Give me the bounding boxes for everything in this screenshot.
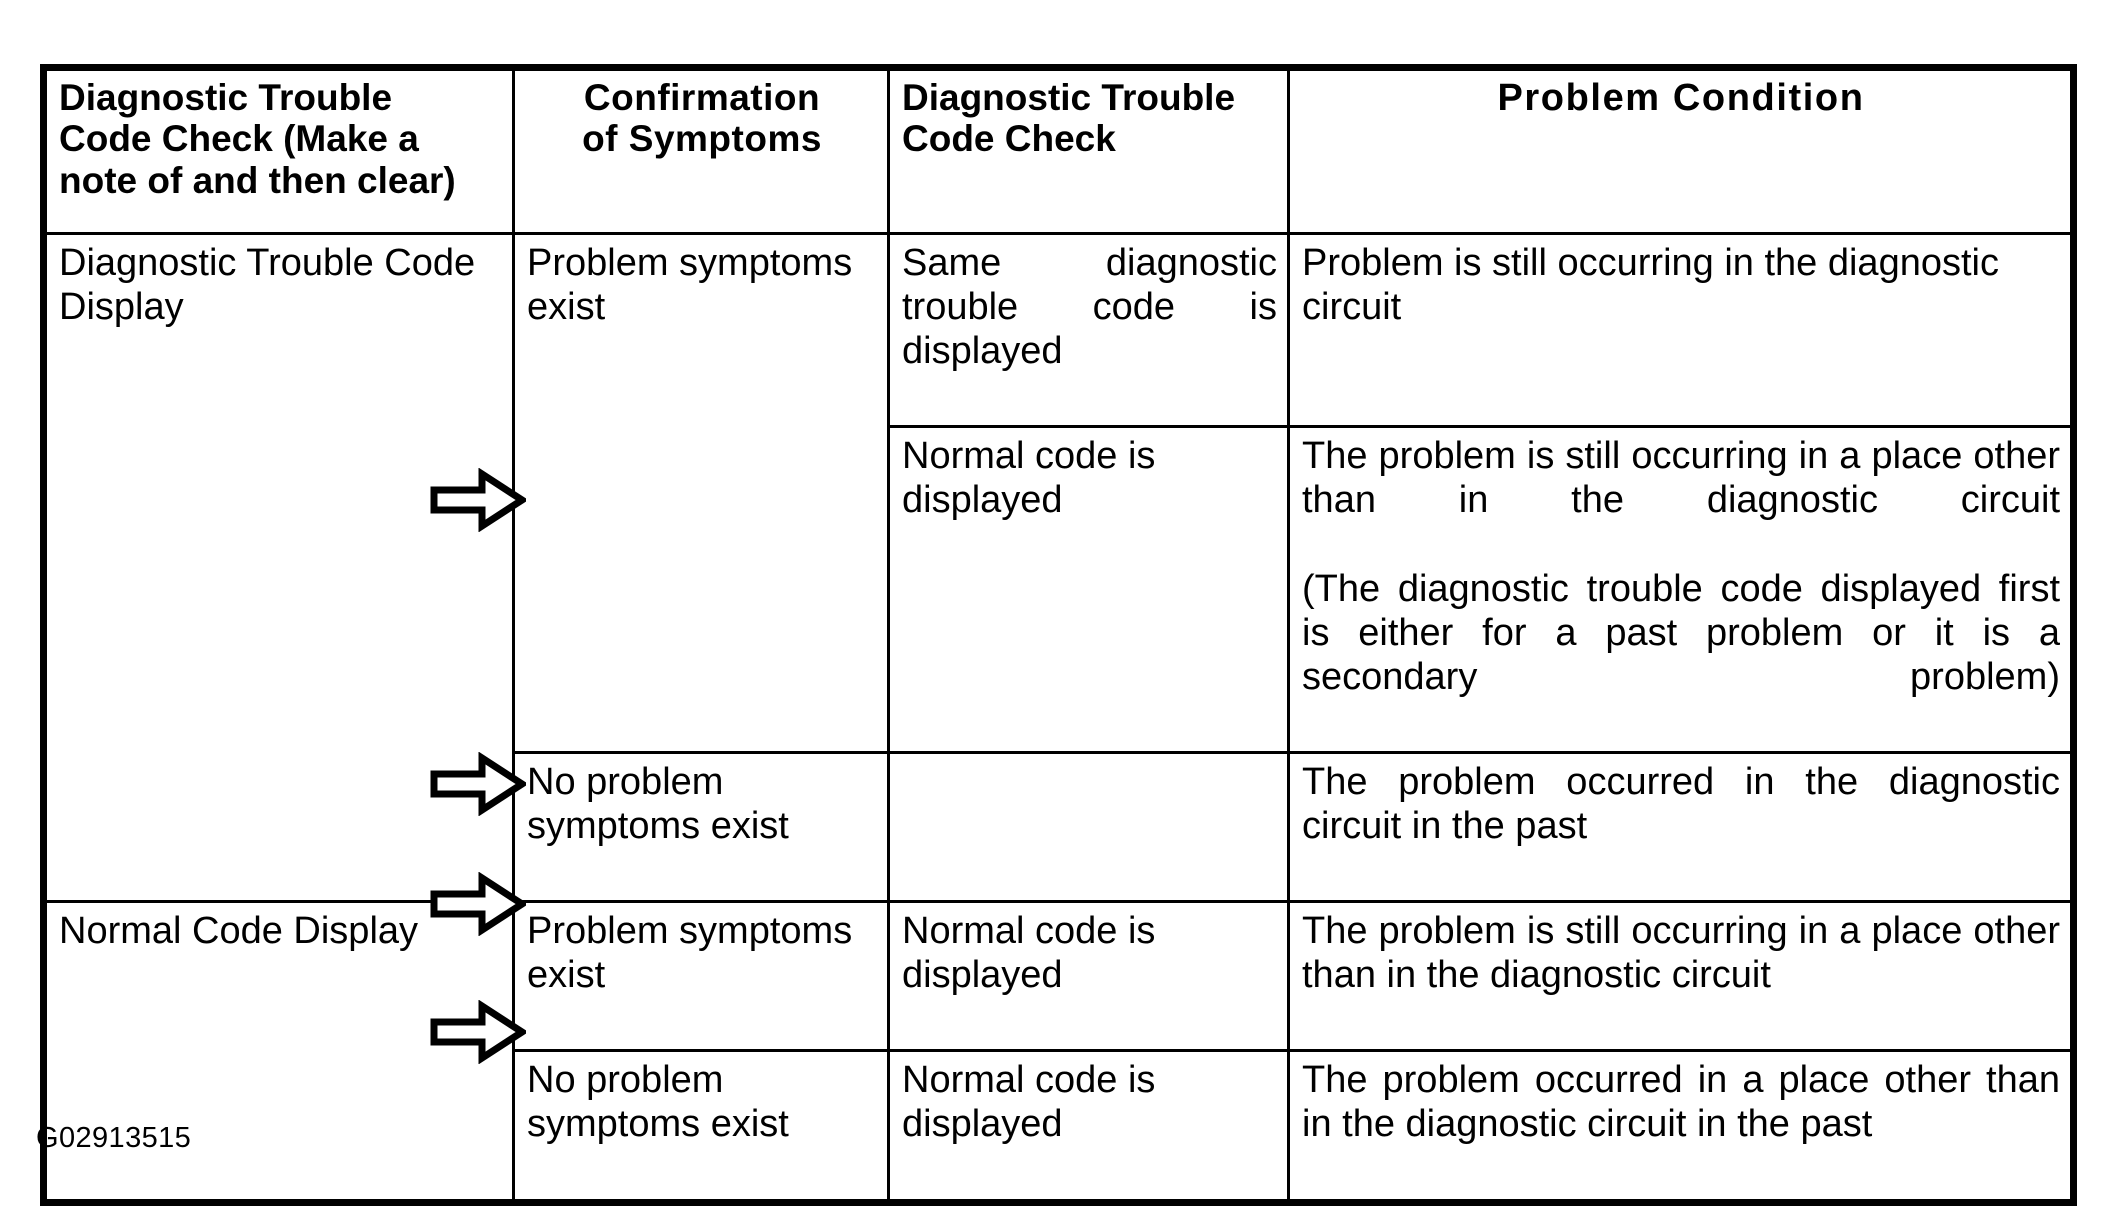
header-problem-condition-label: Problem Condition [1497, 77, 1865, 119]
table-row: No problem symptoms exist The problem oc… [44, 750, 2075, 904]
table-row: Normal Code Display Problem symptoms exi… [42, 900, 2075, 1204]
table-row: Diagnostic Trouble Code Display Problem … [42, 231, 2075, 904]
cell-problem-occurred-past-diagnostic-circuit: The problem occurred in the diagnostic c… [1287, 750, 2075, 904]
dtc-display-text: Diagnostic Trouble Code Display [59, 242, 476, 329]
cell-dtc-display-label: Diagnostic Trouble Code Display [42, 231, 515, 904]
header-dtc-check-line1: Diagnostic Trouble [902, 77, 1236, 118]
normal-code-displayed-text-3: Normal code is displayed [902, 1059, 1156, 1146]
problem-still-occurring-text: Problem is still occurring in the diagno… [1302, 242, 1999, 329]
cell-no-problem-symptoms-exist-2: No problem symptoms exist [512, 1049, 890, 1204]
problem-other-place-parenthetical: (The diagnostic trouble code displayed f… [1302, 567, 2060, 698]
header-dtc-check-clear-line2: Code Check (Make a [59, 118, 419, 160]
normal-code-displayed-text-1: Normal code is displayed [902, 435, 1156, 522]
cell-problem-symptoms-exist-1: Problem symptoms exist [512, 232, 890, 754]
cell-problem-still-occurring-diagnostic-circuit: Problem is still occurring in the diagno… [1287, 231, 2075, 429]
cell-problem-still-occurring-other-place: The problem is still occurring in a plac… [1287, 900, 2075, 1053]
header-dtc-check-clear-line1: Diagnostic Trouble [59, 77, 393, 118]
header-dtc-check-clear-line3: note of and then clear) [59, 159, 456, 201]
header-dtc-check-line2: Code Check [902, 118, 1116, 160]
no-problem-symptoms-exist-text-2: No problem symptoms exist [527, 1059, 789, 1146]
header-confirmation-of-symptoms: Confirmation of Symptoms [512, 66, 890, 235]
cell-problem-symptoms-exist-2: Problem symptoms exist [512, 900, 890, 1053]
normal-code-displayed-text-2: Normal code is displayed [902, 910, 1156, 997]
cell-normal-code-displayed-3: Normal code is displayed [887, 1049, 1290, 1204]
table-header-row: Diagnostic Trouble Code Check (Make a no… [42, 66, 2075, 235]
cell-normal-code-displayed-1: Normal code is displayed [887, 425, 1290, 754]
header-problem-condition: Problem Condition [1287, 66, 2075, 235]
cell-same-diagnostic-code-displayed: Same diagnostic trouble code is displaye… [887, 231, 1290, 429]
problem-occurred-past-text: The problem occurred in the diagnostic c… [1302, 760, 2060, 847]
problem-other-place-text: The problem is still occurring in a plac… [1302, 435, 2060, 522]
cell-normal-code-displayed-2: Normal code is displayed [887, 900, 1290, 1053]
figure-caption: G02913515 [36, 1122, 192, 1154]
header-confirmation-line1: Confirmation [583, 77, 821, 118]
cell-problem-other-place-detail: The problem is still occurring in a plac… [1287, 425, 2075, 754]
header-dtc-check-clear: Diagnostic Trouble Code Check (Make a no… [42, 66, 515, 235]
cell-problem-occurred-past-other-place: The problem occurred in a place other th… [1287, 1049, 2075, 1204]
cell-normal-code-display-label: Normal Code Display [42, 900, 515, 1204]
cell-empty-dtc-check-1 [887, 750, 1290, 904]
problem-symptoms-exist-text-2: Problem symptoms exist [527, 910, 853, 997]
problem-occurred-past-other-text: The problem occurred in a place other th… [1302, 1059, 2060, 1146]
no-problem-symptoms-exist-text-1: No problem symptoms exist [527, 760, 789, 847]
same-diagnostic-code-text: Same diagnostic trouble code is displaye… [902, 242, 1277, 373]
diagnostic-trouble-code-table: Diagnostic Trouble Code Check (Make a no… [40, 64, 2077, 1206]
normal-code-display-text: Normal Code Display [59, 910, 419, 953]
header-diagnostic-trouble-code-check: Diagnostic Trouble Code Check [887, 66, 1290, 235]
table-row: No problem symptoms exist Normal code is… [44, 1049, 2075, 1204]
table-row: Normal code is displayed The problem is … [44, 425, 2075, 754]
problem-symptoms-exist-text-1: Problem symptoms exist [527, 242, 853, 329]
problem-still-occurring-other-text: The problem is still occurring in a plac… [1302, 910, 2060, 997]
header-confirmation-line2: of Symptoms [582, 118, 822, 160]
cell-no-problem-symptoms-exist-1: No problem symptoms exist [512, 750, 890, 904]
